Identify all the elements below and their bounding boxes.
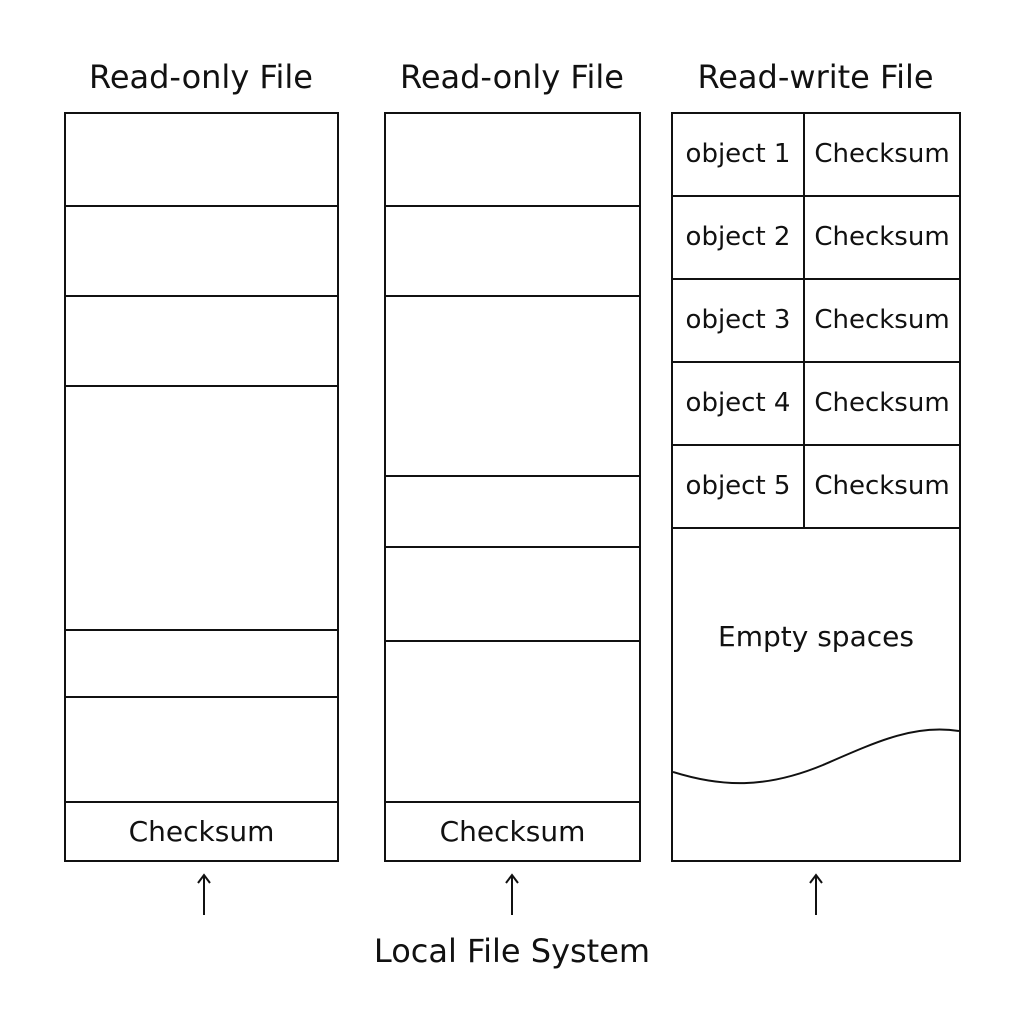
object-label: object 4 xyxy=(685,388,791,418)
data-block xyxy=(66,629,337,696)
up-arrow-icon xyxy=(809,873,823,915)
empty-space-area: Empty spaces xyxy=(673,529,959,860)
column-title-read-write: Read-write File xyxy=(697,58,934,96)
empty-spaces-label: Empty spaces xyxy=(718,620,914,653)
free-space-boundary-curve xyxy=(673,728,959,785)
read-only-file-2: Checksum xyxy=(384,112,641,862)
up-arrow-icon xyxy=(505,873,519,915)
data-block xyxy=(386,475,639,546)
object-label: object 2 xyxy=(685,222,791,252)
object-checksum: Checksum xyxy=(803,280,959,361)
data-block xyxy=(386,640,639,803)
data-block xyxy=(386,114,639,205)
object-row-3: object 3 Checksum xyxy=(673,280,959,363)
read-write-file: object 1 Checksum object 2 Checksum obje… xyxy=(671,112,961,862)
object-checksum: Checksum xyxy=(803,446,959,527)
checksum-block: Checksum xyxy=(66,801,337,860)
local-file-system-label: Local File System xyxy=(373,932,651,970)
object-label: object 3 xyxy=(685,305,791,335)
object-row-4: object 4 Checksum xyxy=(673,363,959,446)
object-label: object 1 xyxy=(685,139,791,169)
read-only-file-1: Checksum xyxy=(64,112,339,862)
column-title-read-only-1: Read-only File xyxy=(89,58,313,96)
checksum-block: Checksum xyxy=(386,801,639,860)
data-block xyxy=(66,114,337,205)
data-block xyxy=(66,696,337,803)
data-block xyxy=(66,295,337,385)
up-arrow-icon xyxy=(197,873,211,915)
object-checksum: Checksum xyxy=(803,114,959,195)
data-block xyxy=(386,546,639,640)
object-checksum: Checksum xyxy=(803,363,959,444)
data-block xyxy=(386,295,639,475)
data-block xyxy=(386,205,639,295)
data-block xyxy=(66,385,337,629)
object-row-5: object 5 Checksum xyxy=(673,446,959,529)
object-row-2: object 2 Checksum xyxy=(673,197,959,280)
object-row-1: object 1 Checksum xyxy=(673,114,959,197)
object-label: object 5 xyxy=(685,471,791,501)
column-title-read-only-2: Read-only File xyxy=(400,58,624,96)
data-block xyxy=(66,205,337,295)
object-checksum: Checksum xyxy=(803,197,959,278)
